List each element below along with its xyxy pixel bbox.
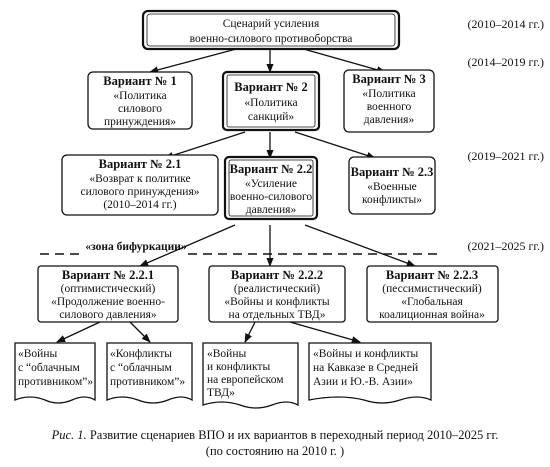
- leaf-1-line-3: противником”»: [18, 376, 93, 388]
- variant-2-2-2-line-2: «Войны и конфликты: [224, 296, 330, 308]
- variant-2-3-line-1: «Военные: [367, 181, 417, 193]
- variant-2-box: Вариант № 2 «Политика санкций»: [221, 70, 321, 132]
- leaf-1-line-1: «Войны: [18, 348, 57, 360]
- arrow-v222-l4: [289, 321, 361, 344]
- variant-2-2-1-line-1: (оптимистический): [61, 283, 156, 295]
- leaf-3-line-2: и конфликты: [207, 361, 270, 373]
- variant-2-1-line-2: силового принуждения»: [81, 186, 200, 198]
- variant-2-2-2-title: Вариант № 2.2.2: [231, 268, 323, 282]
- arrow-v221-l2: [129, 321, 151, 343]
- caption-label: Рис. 1.: [51, 428, 87, 442]
- variant-3-title: Вариант № 3: [352, 72, 425, 86]
- variant-3-line-1: «Политика: [362, 88, 415, 100]
- variant-2-2-title: Вариант № 2.2: [230, 162, 313, 176]
- arrow-v22-v221: [139, 224, 236, 267]
- variant-2-2-3-line-1: (пессимистический): [382, 283, 482, 295]
- leaf-3-line-4: ТВД»: [207, 387, 235, 399]
- variant-2-2-line-3: давления»: [246, 204, 297, 216]
- variant-2-1-line-3: (2010–2014 гг.): [103, 199, 176, 211]
- variant-2-line-1: «Политика: [244, 97, 297, 109]
- variant-2-2-line-1: «Усиление: [245, 178, 297, 190]
- bifurcation-label: «зона бифуркации»: [85, 241, 187, 253]
- variant-2-3-title: Вариант № 2.3: [351, 165, 434, 179]
- root-line-1: Сценарий усиления: [223, 18, 320, 30]
- variant-1-line-3: принуждения»: [104, 116, 176, 128]
- variant-2-2-1-title: Вариант № 2.2.1: [62, 268, 154, 282]
- caption-line-1: Рис. 1. Развитие сценариев ВПО и их вари…: [0, 427, 550, 443]
- leaf-2-line-1: «Конфликты: [110, 348, 172, 360]
- leaf-3-line-3: на европейском: [207, 374, 284, 386]
- variant-2-2-3-title: Вариант № 2.2.3: [386, 268, 478, 282]
- caption-line-2: (по состоянию на 2010 г. ): [205, 444, 345, 458]
- variant-2-title: Вариант № 2: [234, 80, 307, 94]
- variant-1-title: Вариант № 1: [103, 74, 176, 88]
- caption-text: Развитие сценариев ВПО и их вариантов в …: [89, 428, 499, 442]
- leaf-3-box: «Войны и конфликты на европейском ТВД»: [202, 342, 299, 409]
- variant-2-2-2-line-3: на отдельных ТВД»: [229, 309, 326, 321]
- variant-2-1-title: Вариант № 2.1: [99, 157, 182, 171]
- arrow-v2-v21: [164, 131, 246, 159]
- variant-2-2-box: Вариант № 2.2 «Усиление военно-силового …: [223, 155, 319, 221]
- variant-2-2-1-line-2: «Продолжение военно-: [51, 296, 165, 308]
- variant-1-line-1: «Политика: [113, 90, 166, 102]
- period-label-1: (2010–2014 гг.): [468, 17, 544, 31]
- leaf-4-line-1: «Войны и конфликты: [313, 348, 419, 360]
- variant-2-3-box: Вариант № 2.3 «Военные конфликты»: [348, 156, 436, 215]
- leaf-3-line-1: «Войны: [207, 348, 246, 360]
- connectors: [56, 47, 416, 344]
- leaf-2-line-2: с “облачным: [110, 362, 172, 374]
- leaf-2-line-3: противником”»: [110, 376, 185, 388]
- period-label-2: (2014–2019 гг.): [468, 55, 544, 69]
- variant-2-2-line-2: военно-силового: [230, 191, 313, 203]
- variant-2-2-1-line-3: силового давления»: [59, 309, 157, 321]
- variant-1-box: Вариант № 1 «Политика силового принужден…: [87, 71, 193, 130]
- variant-2-2-2-line-1: (реалистический): [234, 283, 320, 295]
- leaf-1-line-2: с “облачным: [18, 362, 80, 374]
- leaf-2-box: «Конфликты с “облачным противником”»: [106, 342, 193, 404]
- period-label-3: (2019–2021 гг.): [468, 149, 544, 163]
- variant-3-line-3: давления»: [364, 114, 415, 126]
- arrow-v22-v223: [304, 224, 416, 267]
- root-scenario-box: Сценарий усиления военно-силового против…: [141, 9, 401, 51]
- figure-caption: Рис. 1. Развитие сценариев ВПО и их вари…: [0, 427, 550, 459]
- arrow-v222-l3: [244, 321, 256, 343]
- variant-1-line-2: силового: [118, 103, 162, 115]
- variant-2-2-1-box: Вариант № 2.2.1 (оптимистический) «Продо…: [37, 265, 179, 323]
- period-label-4: (2021–2025 гг.): [468, 239, 544, 253]
- variant-2-2-3-line-2: «Глобальная: [401, 296, 463, 308]
- arrow-root-v3: [299, 47, 386, 74]
- arrow-root-v1: [149, 47, 241, 74]
- arrow-v2-v23: [294, 131, 376, 159]
- root-line-2: военно-силового противоборства: [190, 33, 353, 45]
- variant-2-1-line-1: «Возврат к политике: [89, 173, 190, 185]
- leaf-4-line-2: на Кавказе в Средней: [313, 362, 418, 374]
- variant-2-3-line-2: конфликты»: [362, 194, 422, 206]
- leaf-4-line-3: Азии и Ю.-В. Азии»: [313, 376, 413, 388]
- variant-2-line-2: санкций»: [248, 111, 295, 123]
- variant-3-line-2: военного: [367, 101, 412, 113]
- variant-2-1-box: Вариант № 2.1 «Возврат к политике силово…: [61, 154, 219, 216]
- variant-2-2-2-box: Вариант № 2.2.2 (реалистический) «Войны …: [208, 265, 346, 323]
- leaf-1-box: «Войны с “облачным противником”»: [14, 342, 96, 404]
- arrow-v221-l1: [56, 321, 101, 343]
- variant-2-2-3-line-3: коалиционная война»: [379, 309, 485, 321]
- variant-3-box: Вариант № 3 «Политика военного давления»: [343, 69, 435, 133]
- leaf-4-box: «Войны и конфликты на Кавказе в Средней …: [308, 342, 432, 404]
- variant-2-2-3-box: Вариант № 2.2.3 (пессимистический) «Глоб…: [366, 265, 499, 323]
